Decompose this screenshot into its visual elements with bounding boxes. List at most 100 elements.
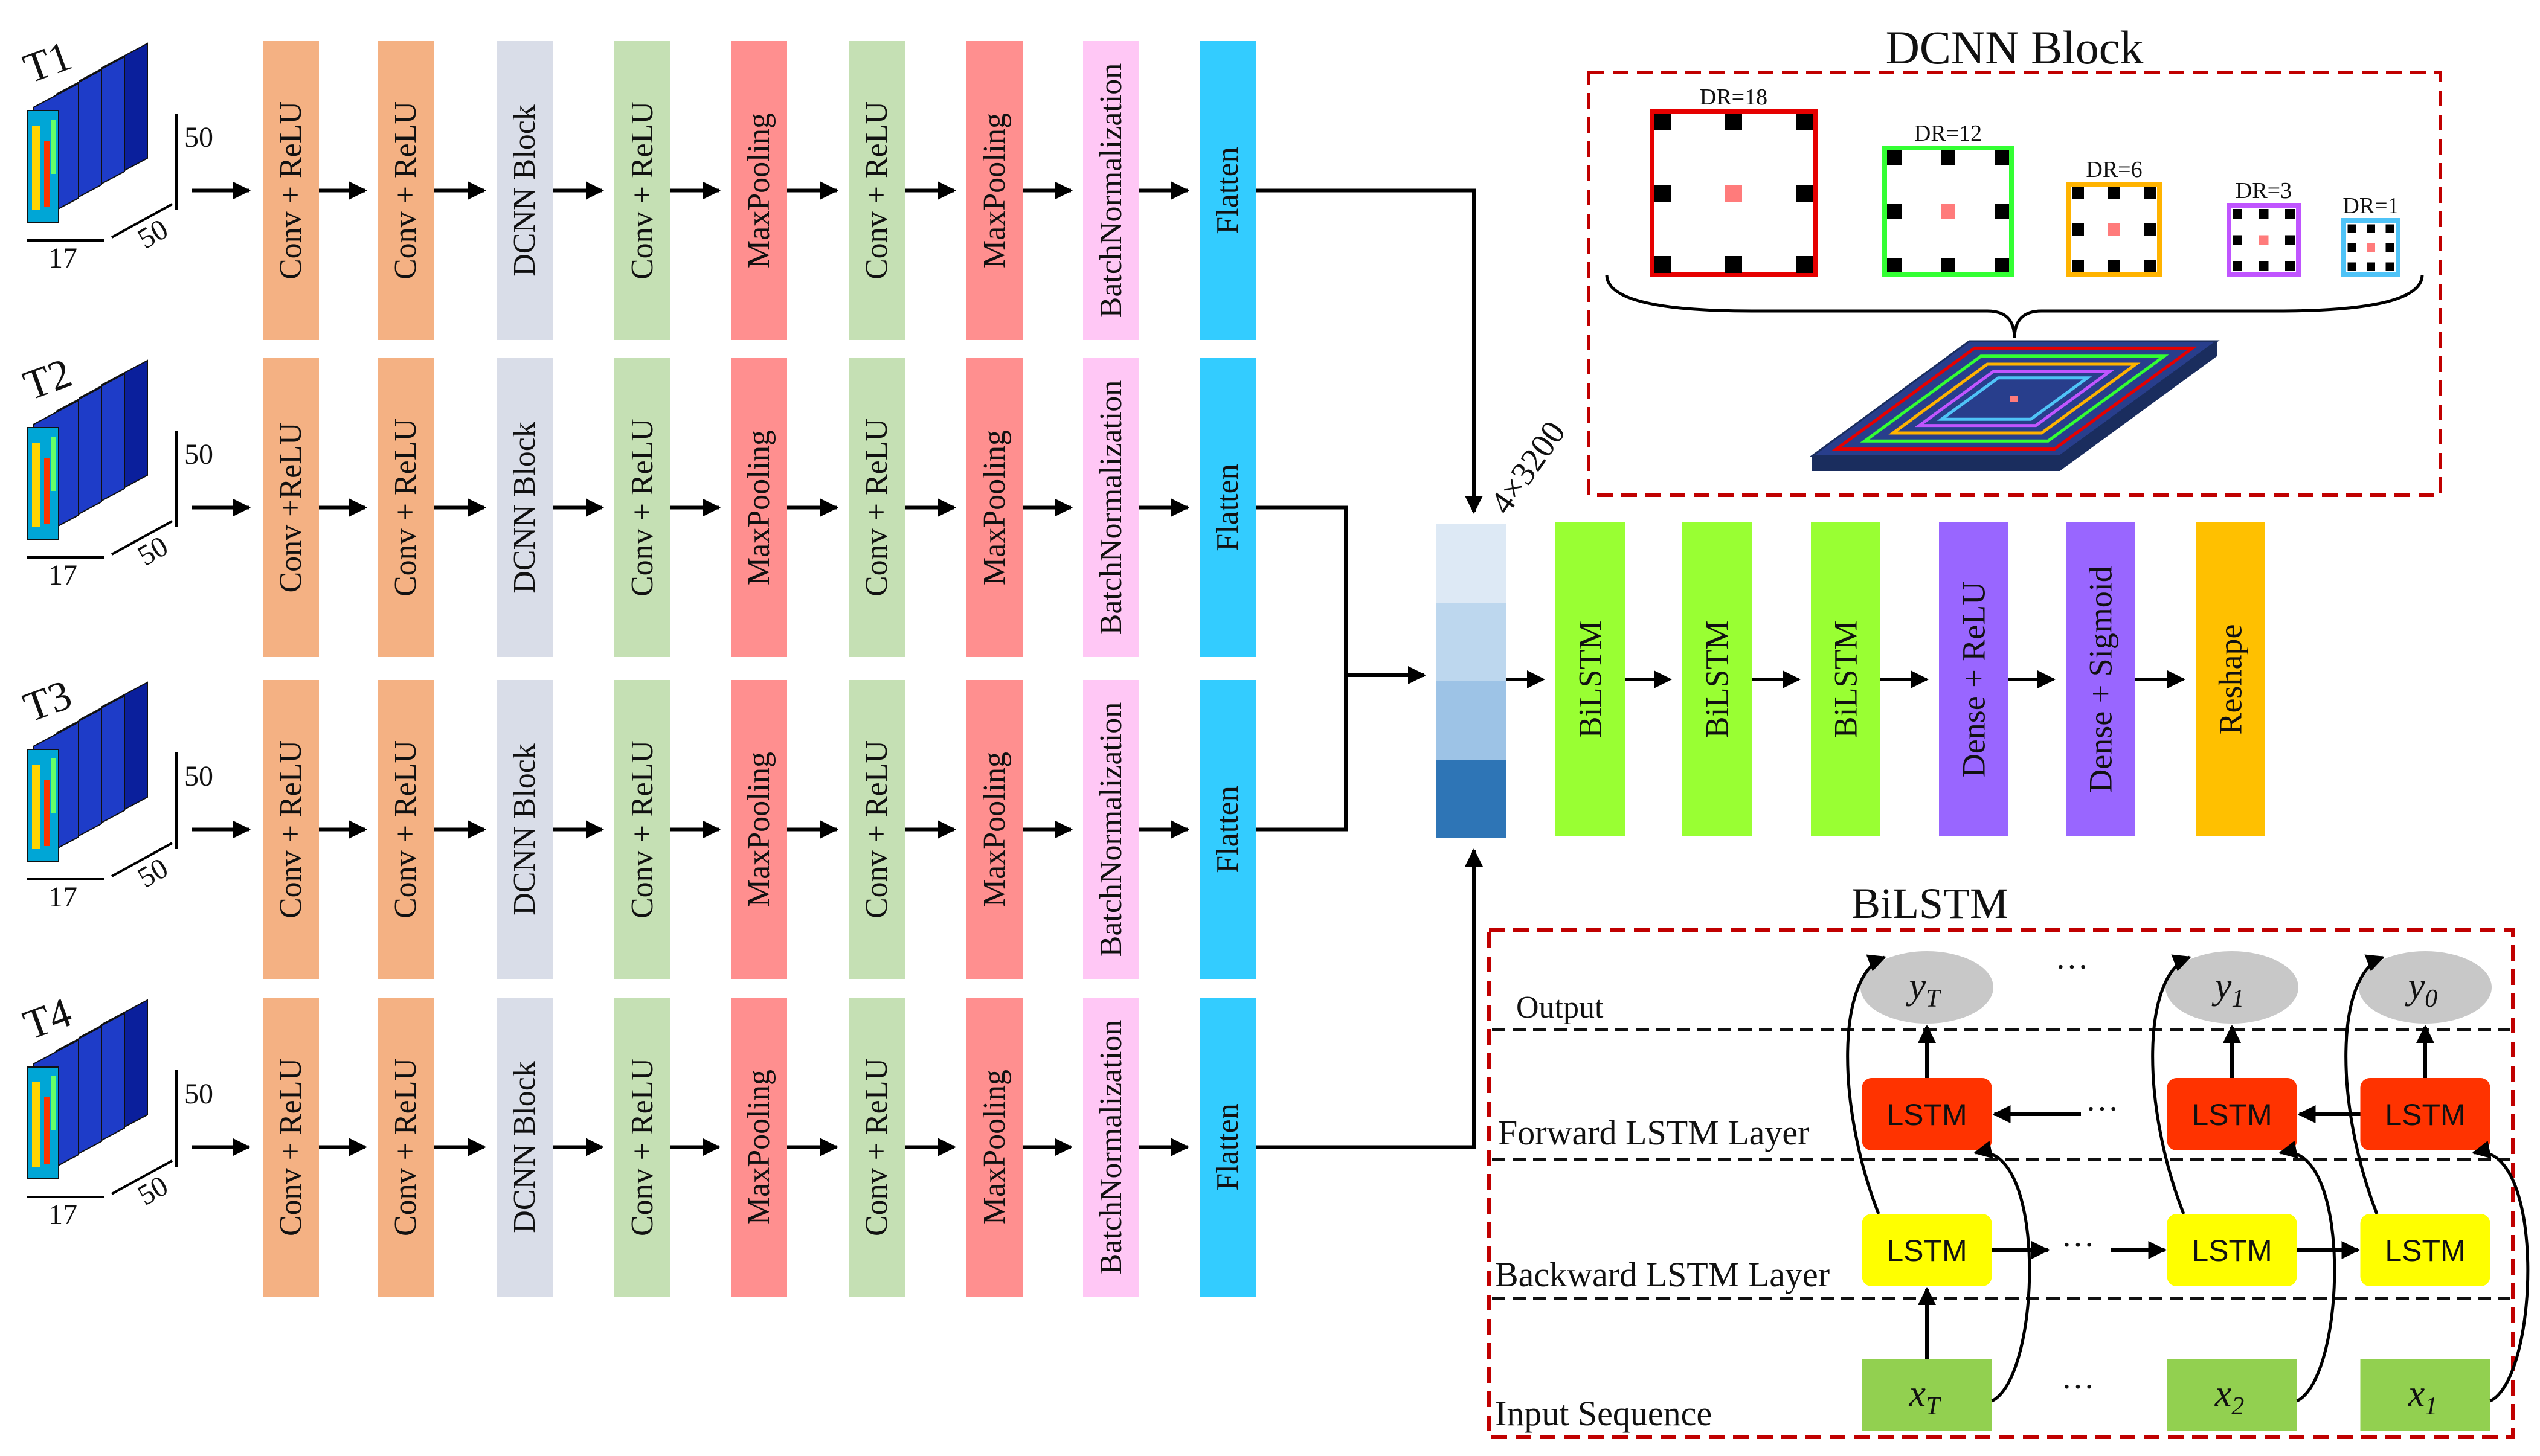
kernel-label: DR=1: [2342, 193, 2399, 219]
kernel-dot: [2385, 224, 2394, 233]
backward-to-output: [1846, 954, 1886, 1214]
heat-band: [32, 443, 40, 527]
input-node-1: xT: [1862, 1359, 1992, 1431]
backward-lstm-1: LSTM: [1862, 1214, 1992, 1286]
kernel-4: DR=3: [2227, 178, 2301, 277]
feature-ring: [1914, 370, 2115, 428]
output-subscript: 1: [2231, 985, 2244, 1013]
kernel-dot: [2347, 224, 2356, 233]
lstm-label: LSTM: [2191, 1098, 2272, 1132]
branch-3-layer-9: Flatten: [1200, 680, 1256, 979]
kernel-dot: [2144, 187, 2156, 199]
dim-depth-label: 50: [132, 1170, 173, 1212]
layer-box: [263, 358, 319, 657]
kernel-dot: [1654, 256, 1671, 273]
layer-label: Conv + ReLU: [625, 419, 660, 597]
kernel-dot: [1796, 114, 1813, 130]
layer-label: BiLSTM: [1699, 620, 1735, 738]
layer-box: [1811, 522, 1880, 836]
kernel-dot: [1796, 185, 1813, 202]
layer-label: Dense + Sigmoid: [2083, 566, 2119, 792]
kernel-label: DR=18: [1700, 85, 1767, 110]
layer-label: Flatten: [1211, 1103, 1245, 1190]
output-subscript: T: [1926, 985, 1941, 1013]
layer-box: [1083, 680, 1139, 979]
branch-2-layer-7: MaxPooling: [966, 358, 1023, 657]
branch-2-layer-2: Conv + ReLU: [378, 358, 434, 657]
layer-label: BatchNormalization: [1094, 63, 1128, 318]
dim-height-label: 50: [184, 1078, 213, 1110]
head-layer-3: BiLSTM: [1811, 522, 1880, 836]
row-label-backward: Backward LSTM Layer: [1495, 1255, 1830, 1294]
branch-2-layer-8: BatchNormalization: [1083, 358, 1139, 657]
layer-box: [614, 998, 670, 1297]
branch-4-layer-2: Conv + ReLU: [378, 998, 434, 1297]
lstm-label: LSTM: [1886, 1098, 1967, 1132]
branch-3-layer-5: MaxPooling: [731, 680, 787, 979]
dim-depth-label: 50: [132, 530, 173, 572]
input-label: xT: [1909, 1373, 1942, 1420]
layer-box: [497, 680, 553, 979]
kernel-dot: [2367, 224, 2375, 233]
branch-1-layer-3: DCNN Block: [497, 41, 553, 340]
feature-ring: [1860, 354, 2169, 443]
branch-4-layer-8: BatchNormalization: [1083, 998, 1139, 1297]
layer-label: Conv + ReLU: [274, 740, 308, 919]
feature-ring: [1831, 346, 2198, 451]
concat-label: 4×3200: [1483, 414, 1573, 521]
heat-band: [32, 765, 40, 849]
kernel-dot: [1995, 204, 2009, 219]
kernel-dot: [2285, 261, 2295, 271]
layer-label: BatchNormalization: [1094, 380, 1128, 635]
kernel-dot: [2385, 262, 2394, 271]
layer-label: DCNN Block: [507, 743, 542, 916]
ellipsis: ···: [2061, 1368, 2095, 1406]
lstm-box: [2167, 1078, 2297, 1150]
dim-depth-label: 50: [132, 852, 173, 894]
kernel-2: DR=12: [1882, 121, 2014, 277]
layer-label: Dense + ReLU: [1956, 582, 1992, 777]
kernel-dot: [2144, 223, 2156, 236]
kernel-dot: [2285, 235, 2295, 245]
layer-label: Flatten: [1211, 464, 1245, 551]
layer-label: Conv + ReLU: [274, 1058, 308, 1236]
layer-box: [966, 358, 1023, 657]
dcnn-panel-border: [1587, 71, 2442, 497]
branch-3-layer-4: Conv + ReLU: [614, 680, 670, 979]
kernel-dot: [2108, 260, 2120, 272]
heat-band: [51, 437, 56, 491]
branch-2-layer-5: MaxPooling: [731, 358, 787, 657]
layer-label: MaxPooling: [977, 430, 1012, 585]
output-ellipse: [2359, 951, 2492, 1024]
layer-box: [731, 358, 787, 657]
lstm-box: [1862, 1214, 1992, 1286]
heat-band: [32, 126, 40, 210]
dim-line: [111, 1159, 173, 1195]
layer-box: [614, 358, 670, 657]
branch-1-layer-2: Conv + ReLU: [378, 41, 434, 340]
input-label: T1: [18, 33, 77, 92]
lstm-label: LSTM: [2191, 1234, 2272, 1268]
output-node-2: y1: [2165, 951, 2298, 1024]
forward-lstm-2: LSTM: [2167, 1078, 2297, 1150]
branch-4-layer-5: MaxPooling: [731, 998, 787, 1297]
dim-width-label: 17: [48, 559, 77, 591]
concat-line: [1256, 675, 1348, 832]
layer-label: Conv + ReLU: [388, 419, 423, 597]
kernel-dot: [1654, 114, 1671, 130]
layer-label: Conv +ReLU: [274, 422, 308, 592]
layer-label: MaxPooling: [742, 752, 776, 907]
row-label-output: Output: [1516, 990, 1604, 1025]
heat-band: [51, 1076, 56, 1130]
kernel-center: [1941, 204, 1955, 219]
kernel-dot: [1941, 150, 1955, 165]
branch-4-layer-4: Conv + ReLU: [614, 998, 670, 1297]
layer-box: [1083, 41, 1139, 340]
kernel-3: DR=6: [2066, 157, 2162, 277]
dim-line: [111, 203, 173, 239]
